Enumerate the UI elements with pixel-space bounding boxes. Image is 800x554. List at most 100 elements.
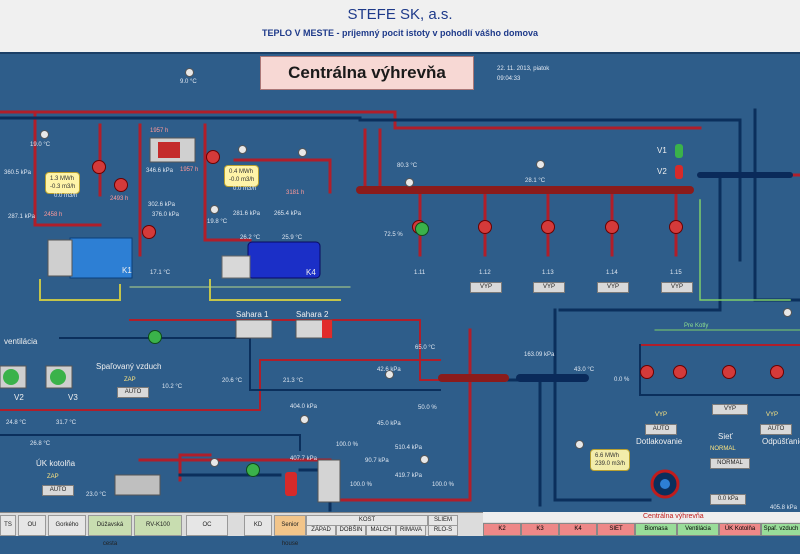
plant-tab-siet[interactable]: SIET [597,523,635,536]
flow-hours: 1957 h [150,128,169,134]
flow-hours: 2493 h [110,196,129,202]
pressure-gauge [300,415,309,424]
nav-button-rv-k100[interactable]: RV-K100 [134,515,182,536]
value-label: 72.5 % [384,232,403,238]
mode-normal-tag[interactable]: NORMAL [710,458,750,469]
return-pipe [498,378,542,507]
flow-value: 0.0 m3/h [54,193,78,199]
circulation-pump[interactable] [541,220,555,234]
value-label: 20.6 °C [222,378,243,384]
plant-tab-spal-vzduch[interactable]: Spaľ. vzduch [761,523,800,536]
pressure-gauge [210,458,219,467]
circulation-pump[interactable] [415,222,429,236]
pressure-gauge [420,455,429,464]
boiler-k1-body [69,237,133,279]
plant-tab-k4[interactable]: K4 [559,523,597,536]
plant-selector: Centrálna výhrevňa K2 K3 K4 SIET Biomasa… [483,512,800,536]
return-pipe [0,116,742,152]
fan-v2-label: V2 [14,393,24,402]
value-label: 19.0 °C [30,142,51,148]
section-label: 1.13 [542,270,554,276]
network-energy: 6.6 MWh [595,453,620,459]
circulation-pump[interactable] [148,330,162,344]
supply-pipe [129,319,441,381]
nav-button-ou[interactable]: OU [18,515,46,536]
valve-status-tag[interactable]: VYP [533,282,565,293]
circulation-pump[interactable] [770,365,784,379]
nav-button-duzavska[interactable]: Dúžavská cesta [88,515,132,547]
plant-tab-biomasa[interactable]: Biomasa [635,523,677,536]
nav-button-rimava[interactable]: RIMAVA [396,525,426,536]
valve-status-tag[interactable]: VYP [597,282,629,293]
pressure-gauge [385,370,394,379]
odpust-label: Odpúšťanie [762,437,800,446]
circulation-pump[interactable] [206,150,220,164]
gas-line [209,279,341,301]
circulation-pump[interactable] [605,220,619,234]
mode-auto-tag[interactable]: AUTO [760,424,792,435]
section-label: 1.15 [670,270,682,276]
valve-status-tag[interactable]: VYP [661,282,693,293]
nav-button-gorkeho[interactable]: Gorkého [48,515,86,536]
plant-tab-k3[interactable]: K3 [521,523,559,536]
nav-button-dobsin[interactable]: DOBŠIN [336,525,366,536]
value-label: 510.4 kPa [395,445,423,451]
circulation-pump[interactable] [478,220,492,234]
value-label: 23.0 °C [86,492,107,498]
circulation-pump[interactable] [640,365,654,379]
nav-button-rlo-s[interactable]: RLO-S [428,525,458,536]
return-pipe [698,148,742,177]
value-label: 346.6 kPa [146,168,174,174]
valve-v2-label: V2 [657,167,667,176]
nav-button-ts[interactable]: TS [0,515,16,536]
circulation-pump[interactable] [722,365,736,379]
supply-pipe [33,110,102,227]
circulation-pump[interactable] [246,463,260,477]
nav-button-kd[interactable]: KD [244,515,272,536]
sahara-1-unit [235,319,273,339]
flow-hours: 2458 h [44,212,63,218]
circulation-pump[interactable] [673,365,687,379]
expansion-tank [285,472,297,496]
pressure-setpoint[interactable]: 0.0 kPa [710,494,746,505]
value-label: 25.9 °C [282,235,303,241]
value-label: 287.1 kPa [8,214,36,220]
piping-diagram [0,108,800,512]
fin-heater [114,474,161,496]
nav-button-senior[interactable]: Senior house [274,515,306,547]
mode-auto-tag[interactable]: AUTO [645,424,677,435]
plant-tab-ventilacia[interactable]: Ventilácia [677,523,719,536]
nav-button-oc[interactable]: OC [186,515,228,536]
uk-boiler-room-label: ÚK kotolňa [36,459,76,468]
tank-v2 [675,165,683,179]
circulation-pump[interactable] [114,178,128,192]
mode-vyp-tag[interactable]: VYP [712,404,748,415]
boiler-k4-label: K4 [306,268,316,277]
value-label: 65.0 °C [415,345,436,351]
plant-tab-uk-kotolna[interactable]: ÚK Kotolňa [719,523,761,536]
section-label: 1.12 [479,270,491,276]
circulation-pump[interactable] [92,160,106,174]
sahara-1-label: Sahara 1 [236,310,269,319]
boiler-k1-label: K1 [122,266,132,275]
return-pipe [0,434,301,451]
mode-auto-tag[interactable]: AUTO [42,485,74,496]
value-label: 9.0 °C [180,79,197,85]
value-label: 31.7 °C [56,420,77,426]
mode-auto-tag[interactable]: AUTO [117,387,149,398]
plant-tab-k2[interactable]: K2 [483,523,521,536]
section-label: 1.11 [414,270,426,276]
section-label: 1.14 [606,270,618,276]
circulation-pump[interactable] [142,225,156,239]
company-tagline: TEPLO V MESTE - príjemný pocit istoty v … [261,28,539,38]
boiler-info-box: 1.3 MWh -0.3 m3/h [45,172,81,194]
date-text: 22. 11. 2013, piatok [497,66,550,72]
pressure-gauge [536,160,545,169]
value-label: 90.7 kPa [365,458,389,464]
valve-status-tag[interactable]: VYP [470,282,502,293]
circulation-pump[interactable] [669,220,683,234]
siet-label: Sieť [718,432,733,441]
nav-button-malch[interactable]: MALCH [366,525,396,536]
pre-kotly-label: Pre Kotly [684,323,709,329]
nav-button-zapad[interactable]: ZÁPAD [306,525,336,536]
